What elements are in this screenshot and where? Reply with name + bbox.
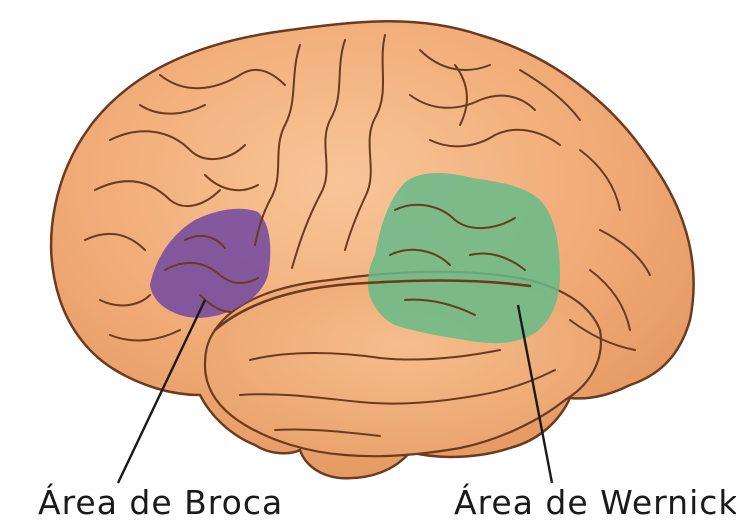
broca-label: Área de Broca <box>38 486 283 519</box>
wernicke-label: Área de Wernicke <box>454 486 736 519</box>
wernicke-region <box>368 173 560 343</box>
